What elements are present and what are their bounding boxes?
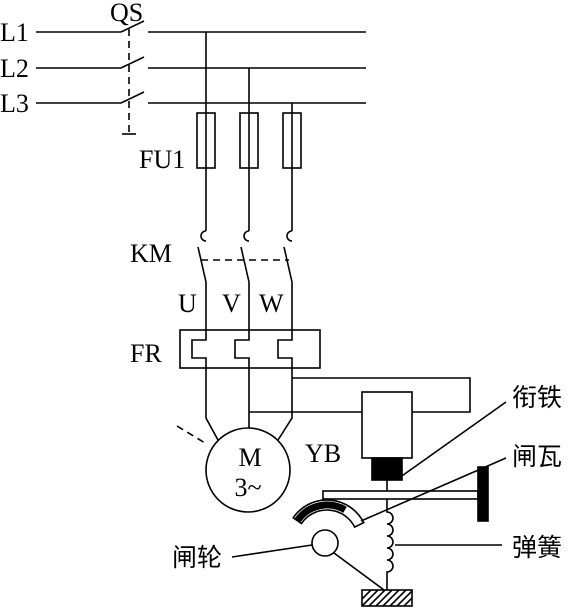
motor-symbol: M [238, 443, 261, 472]
motor-circle [205, 427, 291, 513]
lever-pivot-bar [477, 466, 489, 522]
km-fixed-contact-3 [286, 230, 293, 242]
callout-leaders [231, 401, 507, 558]
motor: M 3~ [176, 425, 291, 513]
ground-hatch [361, 589, 413, 607]
leader-brake-wheel [231, 544, 313, 558]
switch-qs [36, 20, 366, 135]
fuses-fu1 [196, 112, 302, 169]
brake-shoe-lining [294, 501, 347, 523]
hatch-line [361, 589, 372, 600]
label-phase-w: W [259, 289, 284, 318]
brake-wheel-support [333, 552, 385, 591]
km-blade-1 [197, 246, 207, 283]
label-yb: YB [305, 439, 341, 468]
fr-housing [179, 329, 321, 369]
hatch-line [382, 589, 400, 607]
label-fu1: FU1 [139, 145, 185, 174]
km-blade-3 [283, 246, 293, 283]
qs-blade-l2 [120, 56, 145, 69]
hatch-line [389, 589, 407, 607]
label-qs: QS [110, 0, 143, 27]
brake-coil-feed-w [292, 377, 471, 413]
contactor-km [197, 230, 293, 330]
label-l2: L2 [0, 54, 29, 83]
brake-coil [361, 391, 413, 459]
hatch-line [375, 589, 393, 607]
km-blade-2 [240, 246, 250, 283]
thermal-relay-fr [179, 329, 321, 369]
hatch-line [361, 589, 379, 607]
motor-lead-u [205, 368, 219, 441]
callout-brake-wheel: 闸轮 [172, 543, 222, 572]
ground-base [361, 589, 413, 607]
motor-type: 3~ [234, 473, 261, 502]
motor-lead-w [277, 368, 293, 441]
km-fixed-contact-2 [243, 230, 250, 242]
qs-blade-l1 [120, 20, 145, 33]
qs-blade-l3 [120, 91, 145, 104]
label-phase-u: U [178, 289, 197, 318]
label-km: KM [130, 239, 172, 268]
spring [386, 499, 394, 590]
fr-heater-v [234, 330, 250, 368]
motor-shaft-link [176, 425, 206, 444]
brake-yb [292, 391, 489, 591]
fuse-phase-1 [196, 112, 216, 169]
hatch-line [403, 597, 413, 607]
label-fr: FR [130, 339, 162, 368]
label-l1: L1 [0, 18, 29, 47]
km-fixed-contact-1 [200, 230, 207, 242]
brake-wheel [311, 529, 339, 557]
callout-armature: 衔铁 [512, 383, 562, 412]
fr-heater-u [191, 330, 207, 368]
label-phase-v: V [222, 289, 241, 318]
motor-leads [205, 368, 471, 441]
callout-brake-shoe: 闸瓦 [512, 442, 562, 471]
fr-heater-w [277, 330, 293, 368]
hatch-line [368, 589, 386, 607]
armature [371, 457, 403, 481]
brake-shoe [292, 499, 365, 529]
hatch-line [396, 590, 413, 607]
callout-spring: 弹簧 [512, 533, 562, 562]
fuse-phase-3 [282, 112, 302, 169]
leader-brake-shoe [360, 457, 507, 522]
brake-lever [322, 490, 479, 500]
leader-armature [398, 401, 507, 479]
label-l3: L3 [0, 89, 29, 118]
fuse-phase-2 [239, 112, 259, 169]
phase-down-leads [205, 32, 293, 231]
